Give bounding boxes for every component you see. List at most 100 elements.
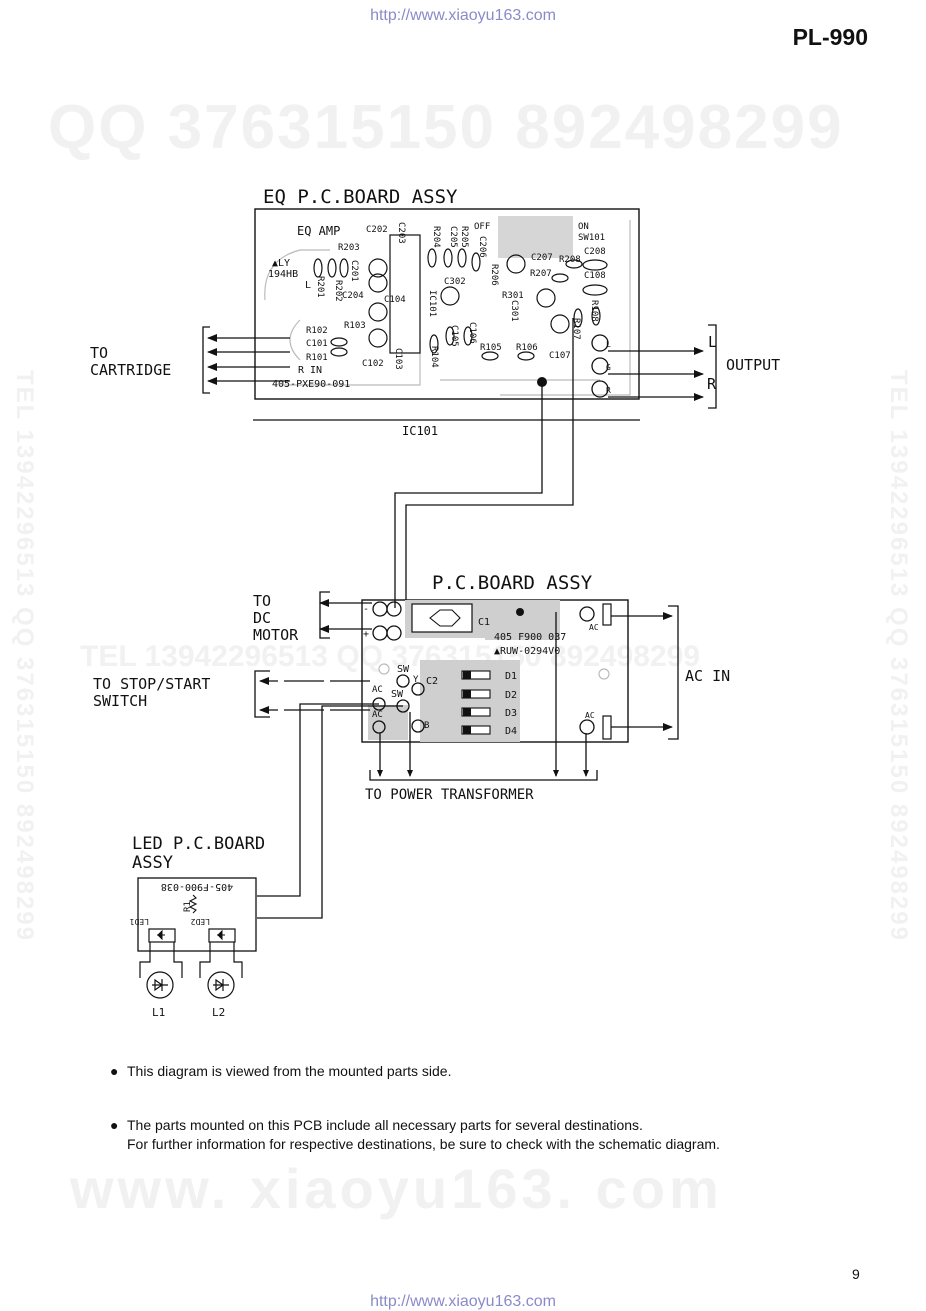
sw-top-label: SW — [397, 664, 410, 675]
component-r205 — [457, 248, 467, 268]
cartridge-wires — [202, 326, 290, 394]
component-label-c103: C103 — [393, 348, 403, 370]
motor-plus-terminal — [372, 625, 388, 641]
eq-board: EQ P.C.BOARD ASSY EQ AMP ▲LY 194HB L R I… — [254, 186, 640, 400]
component-c107 — [550, 314, 570, 334]
output-wires — [608, 324, 717, 409]
ac-left-1-label: AC — [372, 685, 383, 695]
component-c207 — [506, 254, 526, 274]
component-r204 — [427, 248, 437, 268]
component-r103 — [368, 302, 388, 322]
watermark-tel-right: TEL 13942296513 QQ 376315150 892498299 — [885, 370, 912, 942]
component-r104 — [429, 334, 439, 354]
component-c205 — [443, 248, 453, 268]
diode-band-d3 — [463, 708, 471, 716]
led1-footprint — [148, 928, 176, 943]
terminal-l-text: L — [606, 340, 611, 349]
component-label-c201: C201 — [349, 260, 359, 282]
to-dc-motor-line1: TO — [253, 592, 271, 610]
to-dc-motor-line2: DC — [253, 609, 271, 627]
output-terminal-l — [591, 334, 609, 352]
eq-part-code: 405-PXE90-091 — [272, 379, 350, 390]
eq-board-traces — [264, 216, 631, 396]
diode-band-d1 — [463, 671, 471, 679]
component-r207 — [551, 273, 569, 283]
ac-right-1-label: AC — [589, 623, 599, 632]
component-label-r206: R206 — [489, 264, 499, 286]
pc-board-hole-left — [378, 663, 390, 675]
page-number: 9 — [852, 1266, 860, 1282]
component-c106 — [463, 326, 473, 346]
motor-minus-terminal-2 — [386, 601, 402, 617]
to-cartridge-line2: CARTRIDGE — [90, 361, 171, 379]
c2-label: C2 — [426, 676, 438, 687]
component-c202 — [368, 258, 388, 278]
to-cartridge-line1: TO — [90, 344, 108, 362]
ac-terminal-right-1 — [579, 606, 595, 622]
led-board: LED P.C.BOARD ASSY 405-F900-038 R1 LED1 … — [130, 834, 266, 1019]
component-label-c106: C106 — [467, 322, 477, 344]
bottom-url: http://www.xiaoyu163.com — [370, 1293, 556, 1310]
eq-power-wires — [394, 318, 574, 608]
component-c101 — [330, 337, 348, 347]
component-label-c302: C302 — [444, 277, 466, 287]
diode-label-d3: D3 — [505, 708, 517, 719]
b-terminal — [411, 719, 425, 733]
led1-diode-symbol — [157, 929, 165, 941]
terminal-r-text: R — [606, 386, 611, 395]
ic101-bus-label: IC101 — [402, 424, 438, 438]
to-stop-start-line1: TO STOP/START — [93, 675, 210, 693]
watermark-middle: TEL 13942296513 QQ 376315150 892498299 — [80, 640, 700, 673]
component-label-r207: R207 — [530, 269, 552, 279]
diode-label-d4: D4 — [505, 726, 517, 737]
component-label-r205: R205 — [459, 226, 469, 248]
note-1: ● This diagram is viewed from the mounte… — [110, 1063, 452, 1079]
eq-board-title: EQ P.C.BOARD ASSY — [263, 186, 458, 208]
diode-body-d2 — [461, 689, 491, 699]
component-label-c105: C105 — [449, 325, 459, 347]
stop-start-wires — [254, 670, 370, 718]
component-label-r201: R201 — [315, 276, 325, 298]
output-terminal-g — [591, 357, 609, 375]
component-label-c107: C107 — [549, 351, 571, 361]
l1-label: L1 — [152, 1006, 165, 1019]
diode-label-d2: D2 — [505, 690, 517, 701]
ic101-chip — [389, 234, 421, 354]
pc-board-title: P.C.BOARD ASSY — [432, 572, 593, 594]
component-c102 — [368, 328, 388, 348]
c1-symbol — [429, 609, 461, 627]
component-label-r102: R102 — [306, 326, 328, 336]
pc-board-hole — [598, 668, 610, 680]
component-label-r101: R101 — [306, 353, 328, 363]
sw-mid-label: SW — [391, 689, 404, 700]
component-label-r108: R108 — [589, 300, 599, 322]
component-label-c207: C207 — [531, 253, 553, 263]
c2-capacitor — [411, 682, 425, 696]
component-r101 — [330, 347, 348, 357]
note-2: ● The parts mounted on this PCB include … — [110, 1117, 720, 1152]
ac-terminal-left — [372, 720, 386, 734]
diode-body-d1 — [461, 670, 491, 680]
component-label-r103: R103 — [344, 321, 366, 331]
sw-terminal-top — [396, 674, 410, 688]
component-c201 — [339, 258, 349, 278]
part-194hb: 194HB — [268, 269, 298, 280]
pc-board-code2: ▲RUW-0294V0 — [494, 646, 560, 657]
component-r201 — [313, 258, 323, 278]
ic101-chip-label: IC101 — [427, 290, 437, 317]
pc-board: P.C.BOARD ASSY - + C1 405 F900 037 ▲RUW-… — [361, 572, 629, 743]
diode-band-d4 — [463, 726, 471, 734]
r1-label: R1 — [183, 901, 193, 912]
component-c302 — [440, 286, 460, 306]
to-dc-motor-line3: MOTOR — [253, 626, 299, 644]
diode-body-d4 — [461, 725, 491, 735]
bullet-icon: ● — [110, 1063, 119, 1079]
component-r105 — [481, 351, 499, 361]
b-label: B — [424, 721, 429, 731]
led-board-outline — [137, 877, 257, 952]
led2-diode-symbol — [217, 929, 225, 941]
y-label: Y — [413, 675, 419, 685]
pc-board-mount-hole — [516, 608, 524, 616]
ac-right-2-label: AC — [585, 711, 595, 720]
